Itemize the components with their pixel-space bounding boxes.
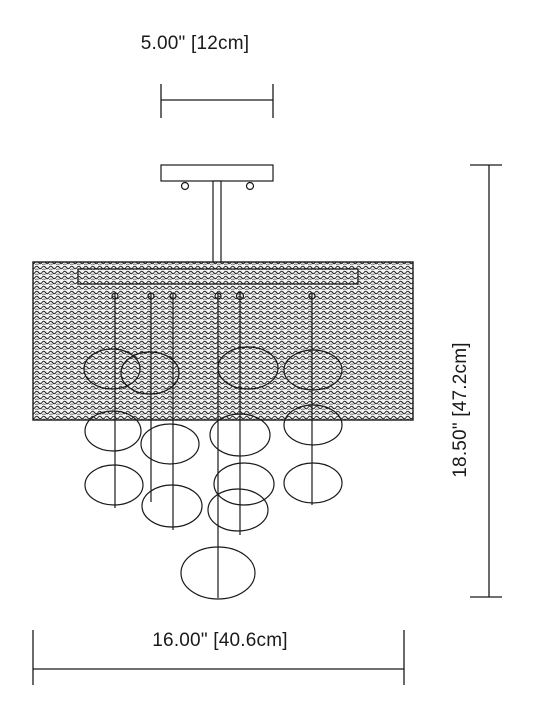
canopy-width-label: 5.00" [12cm] (140, 33, 250, 54)
fixture-height-label: 18.50" [47.2cm] (450, 342, 471, 478)
canopy-plate (160, 164, 274, 265)
height-dimension (470, 164, 502, 598)
fixture-width-label: 16.00" [40.6cm] (152, 630, 288, 651)
crystal-strand (83, 292, 144, 508)
drum-shade (32, 261, 414, 421)
fixture-width-dimension (32, 630, 405, 685)
crystal-strand (141, 292, 203, 530)
crystal-strands (83, 291, 343, 600)
crystal-strand (180, 292, 256, 600)
canopy-width-dimension (160, 84, 274, 118)
crystal-strand (283, 292, 343, 505)
crystal-strand (207, 291, 279, 535)
crystal-strand (120, 292, 200, 502)
